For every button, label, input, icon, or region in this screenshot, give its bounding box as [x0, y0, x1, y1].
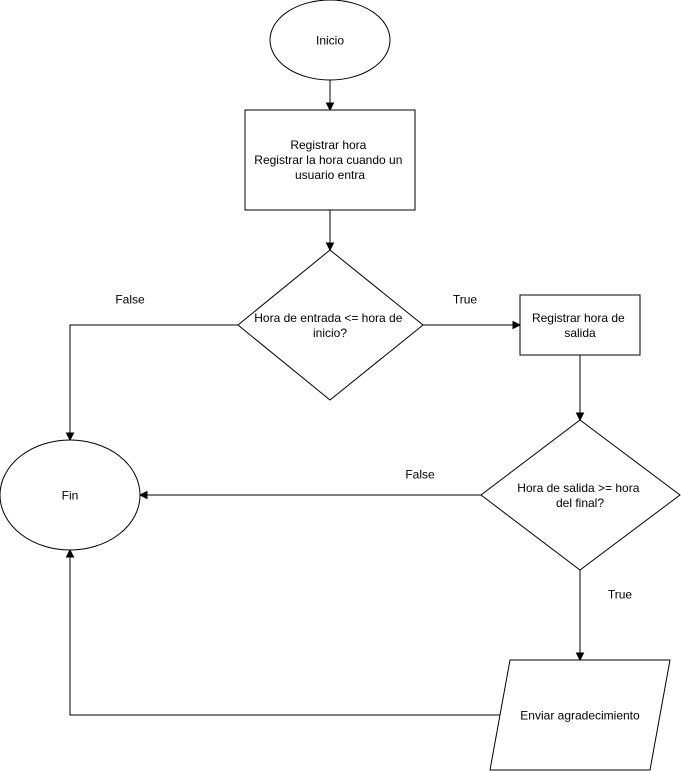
node-enviar-agradecimiento[interactable]: Enviar agradecimiento — [489, 659, 671, 771]
node-inicio[interactable]: Inicio — [269, 0, 391, 81]
edge-label-entrada-false: False — [115, 293, 145, 307]
edge-enviar-to-fin — [65, 548, 501, 716]
node-decision-salida[interactable]: Hora de salida >= hora del final? — [480, 419, 681, 571]
edge-registrar-salida-to-decision-salida — [575, 355, 585, 422]
node-decision-entrada[interactable]: Hora de entrada <= hora de inicio? — [237, 249, 424, 401]
node-label: Registrar hora Registrar la hora cuando … — [254, 138, 405, 182]
arrowhead-icon — [325, 102, 335, 112]
node-registrar-salida[interactable]: Registrar hora de salida — [519, 294, 641, 356]
arrowhead-icon — [138, 490, 148, 500]
node-label: Fin — [62, 489, 79, 503]
edge-label-entrada-true: True — [453, 293, 478, 307]
arrowhead-icon — [65, 432, 75, 442]
arrowhead-icon — [65, 548, 75, 558]
edge-decision-salida-true-to-enviar — [575, 570, 585, 662]
arrowhead-icon — [575, 652, 585, 662]
arrowhead-icon — [512, 320, 522, 330]
edge-decision-entrada-false-to-fin — [65, 324, 238, 442]
node-registrar-hora[interactable]: Registrar hora Registrar la hora cuando … — [244, 109, 416, 211]
edge-inicio-to-registrar-hora — [325, 80, 335, 112]
node-label: Enviar agradecimiento — [520, 709, 640, 723]
edge-label-salida-true: True — [608, 588, 633, 602]
node-label: Hora de entrada <= hora de inicio? — [254, 311, 405, 340]
edge-decision-entrada-true-to-registrar-salida — [423, 320, 522, 330]
edge-decision-salida-false-to-fin — [138, 490, 481, 500]
node-label: Hora de salida >= hora del final? — [517, 481, 642, 510]
node-label: Inicio — [316, 34, 344, 48]
arrowhead-icon — [575, 412, 585, 422]
node-fin[interactable]: Fin — [0, 439, 141, 551]
node-label: Registrar hora de salida — [532, 311, 628, 340]
edge-registrar-hora-to-decision-entrada — [325, 210, 335, 252]
edge-label-salida-false: False — [405, 468, 435, 482]
arrowhead-icon — [325, 242, 335, 252]
